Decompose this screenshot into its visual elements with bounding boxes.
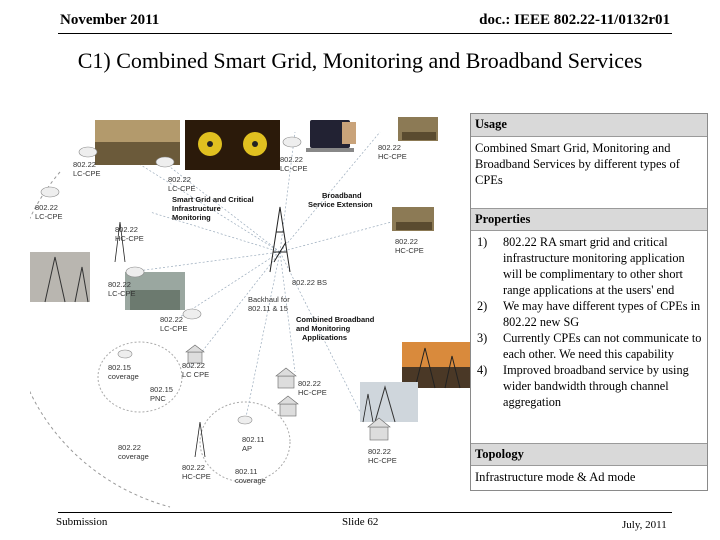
header-rule (58, 33, 672, 34)
photo-tank-1 (398, 117, 438, 141)
cpe-icons (40, 136, 302, 425)
coverage-circle (30, 171, 171, 508)
photo-nuclear (185, 120, 280, 170)
header-doc-id: doc.: IEEE 802.22-11/0132r01 (479, 12, 670, 28)
topology-text: Infrastructure mode & Ad mode (471, 465, 707, 490)
usage-heading: Usage (471, 114, 707, 136)
photo-pylons-left (30, 252, 90, 303)
property-item: 1)802.22 RA smart grid and critical infr… (477, 235, 685, 297)
usage-text: Combined Smart Grid, Monitoring and Broa… (471, 136, 707, 208)
topology-heading: Topology (471, 443, 707, 465)
footer-rule (58, 512, 672, 513)
photo-city (125, 272, 185, 310)
properties-list: 1)802.22 RA smart grid and critical infr… (471, 230, 707, 443)
slide-title: C1) Combined Smart Grid, Monitoring and … (77, 48, 643, 73)
property-item: 3)Currently CPEs can not communicate to … (477, 331, 702, 361)
properties-heading: Properties (471, 208, 707, 230)
photo-tank-2 (392, 207, 434, 231)
footer-submission: Submission (56, 516, 108, 528)
photo-pylons-mid (360, 382, 418, 423)
coverage-15-circle (97, 341, 183, 413)
label-bs: 802.22 BS (292, 278, 327, 287)
small-towers (114, 221, 374, 458)
photo-laptop (306, 120, 356, 152)
coverage-11-circle (199, 401, 291, 483)
property-item: 2)We may have different types of CPEs in… (477, 299, 701, 329)
header-date: November 2011 (60, 12, 160, 28)
footer-slide-number: Slide 62 (342, 516, 379, 528)
photo-sunset-pylons (402, 342, 470, 389)
house-icons (185, 344, 391, 441)
bs-tower (269, 206, 291, 273)
info-table: Usage Combined Smart Grid, Monitoring an… (470, 113, 708, 491)
property-item: 4) Improved broadband service by using w… (477, 363, 689, 409)
footer-date: July, 2011 (622, 519, 667, 531)
